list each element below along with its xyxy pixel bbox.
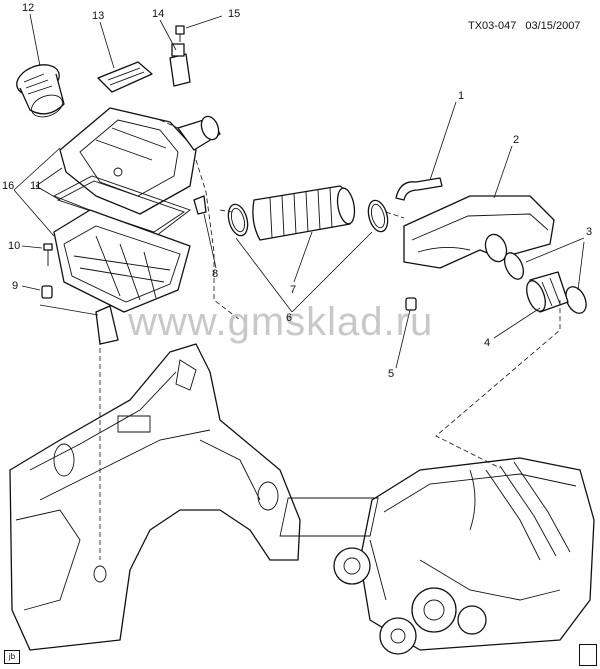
part-15-screw [175, 25, 185, 42]
callout-leaders [13, 13, 585, 369]
callout-4: 4 [484, 337, 491, 349]
part-16-lower-housing [53, 209, 191, 345]
jb-badge: jb [4, 650, 20, 664]
part-6-clamps [227, 199, 389, 237]
callout-5: 5 [388, 368, 395, 380]
part-8-clip [193, 195, 207, 215]
part-12-filter-element [16, 64, 65, 118]
callout-1: 1 [458, 90, 465, 102]
part-10-bolt [43, 243, 53, 266]
vehicle-body-structure [9, 343, 301, 651]
part-4-coupler [526, 271, 569, 313]
part-13-label [97, 61, 153, 93]
part-2-resonator [403, 195, 555, 269]
callout-13: 13 [92, 10, 105, 22]
part-14-maf-sensor [169, 43, 191, 87]
air-cleaner-cover [59, 107, 221, 215]
callout-16: 16 [2, 180, 15, 192]
document-icon [579, 644, 597, 666]
part-5-drain [405, 297, 417, 311]
watermark: www.gmsklad.ru [128, 300, 434, 344]
engine-assembly [279, 457, 595, 655]
callout-15: 15 [228, 8, 241, 20]
callout-3: 3 [586, 226, 593, 238]
callout-9: 9 [12, 280, 19, 292]
part-7-duct [252, 185, 356, 241]
callout-6: 6 [286, 312, 293, 324]
assembly-lines [99, 119, 561, 560]
drawing-number: TX03-047 [468, 20, 517, 32]
callout-7: 7 [290, 284, 297, 296]
drawing-date: 03/15/2007 [525, 20, 581, 32]
callout-14: 14 [152, 8, 165, 20]
callout-10: 10 [8, 240, 21, 252]
callout-2: 2 [513, 134, 520, 146]
drawing-reference: TX03-047 03/15/2007 [468, 20, 586, 32]
part-1-hose [395, 177, 443, 201]
callout-11: 11 [30, 180, 42, 192]
callout-8: 8 [212, 268, 219, 280]
callout-12: 12 [22, 2, 35, 14]
part-3-clamps [503, 252, 587, 314]
part-9-grommet [41, 285, 53, 299]
